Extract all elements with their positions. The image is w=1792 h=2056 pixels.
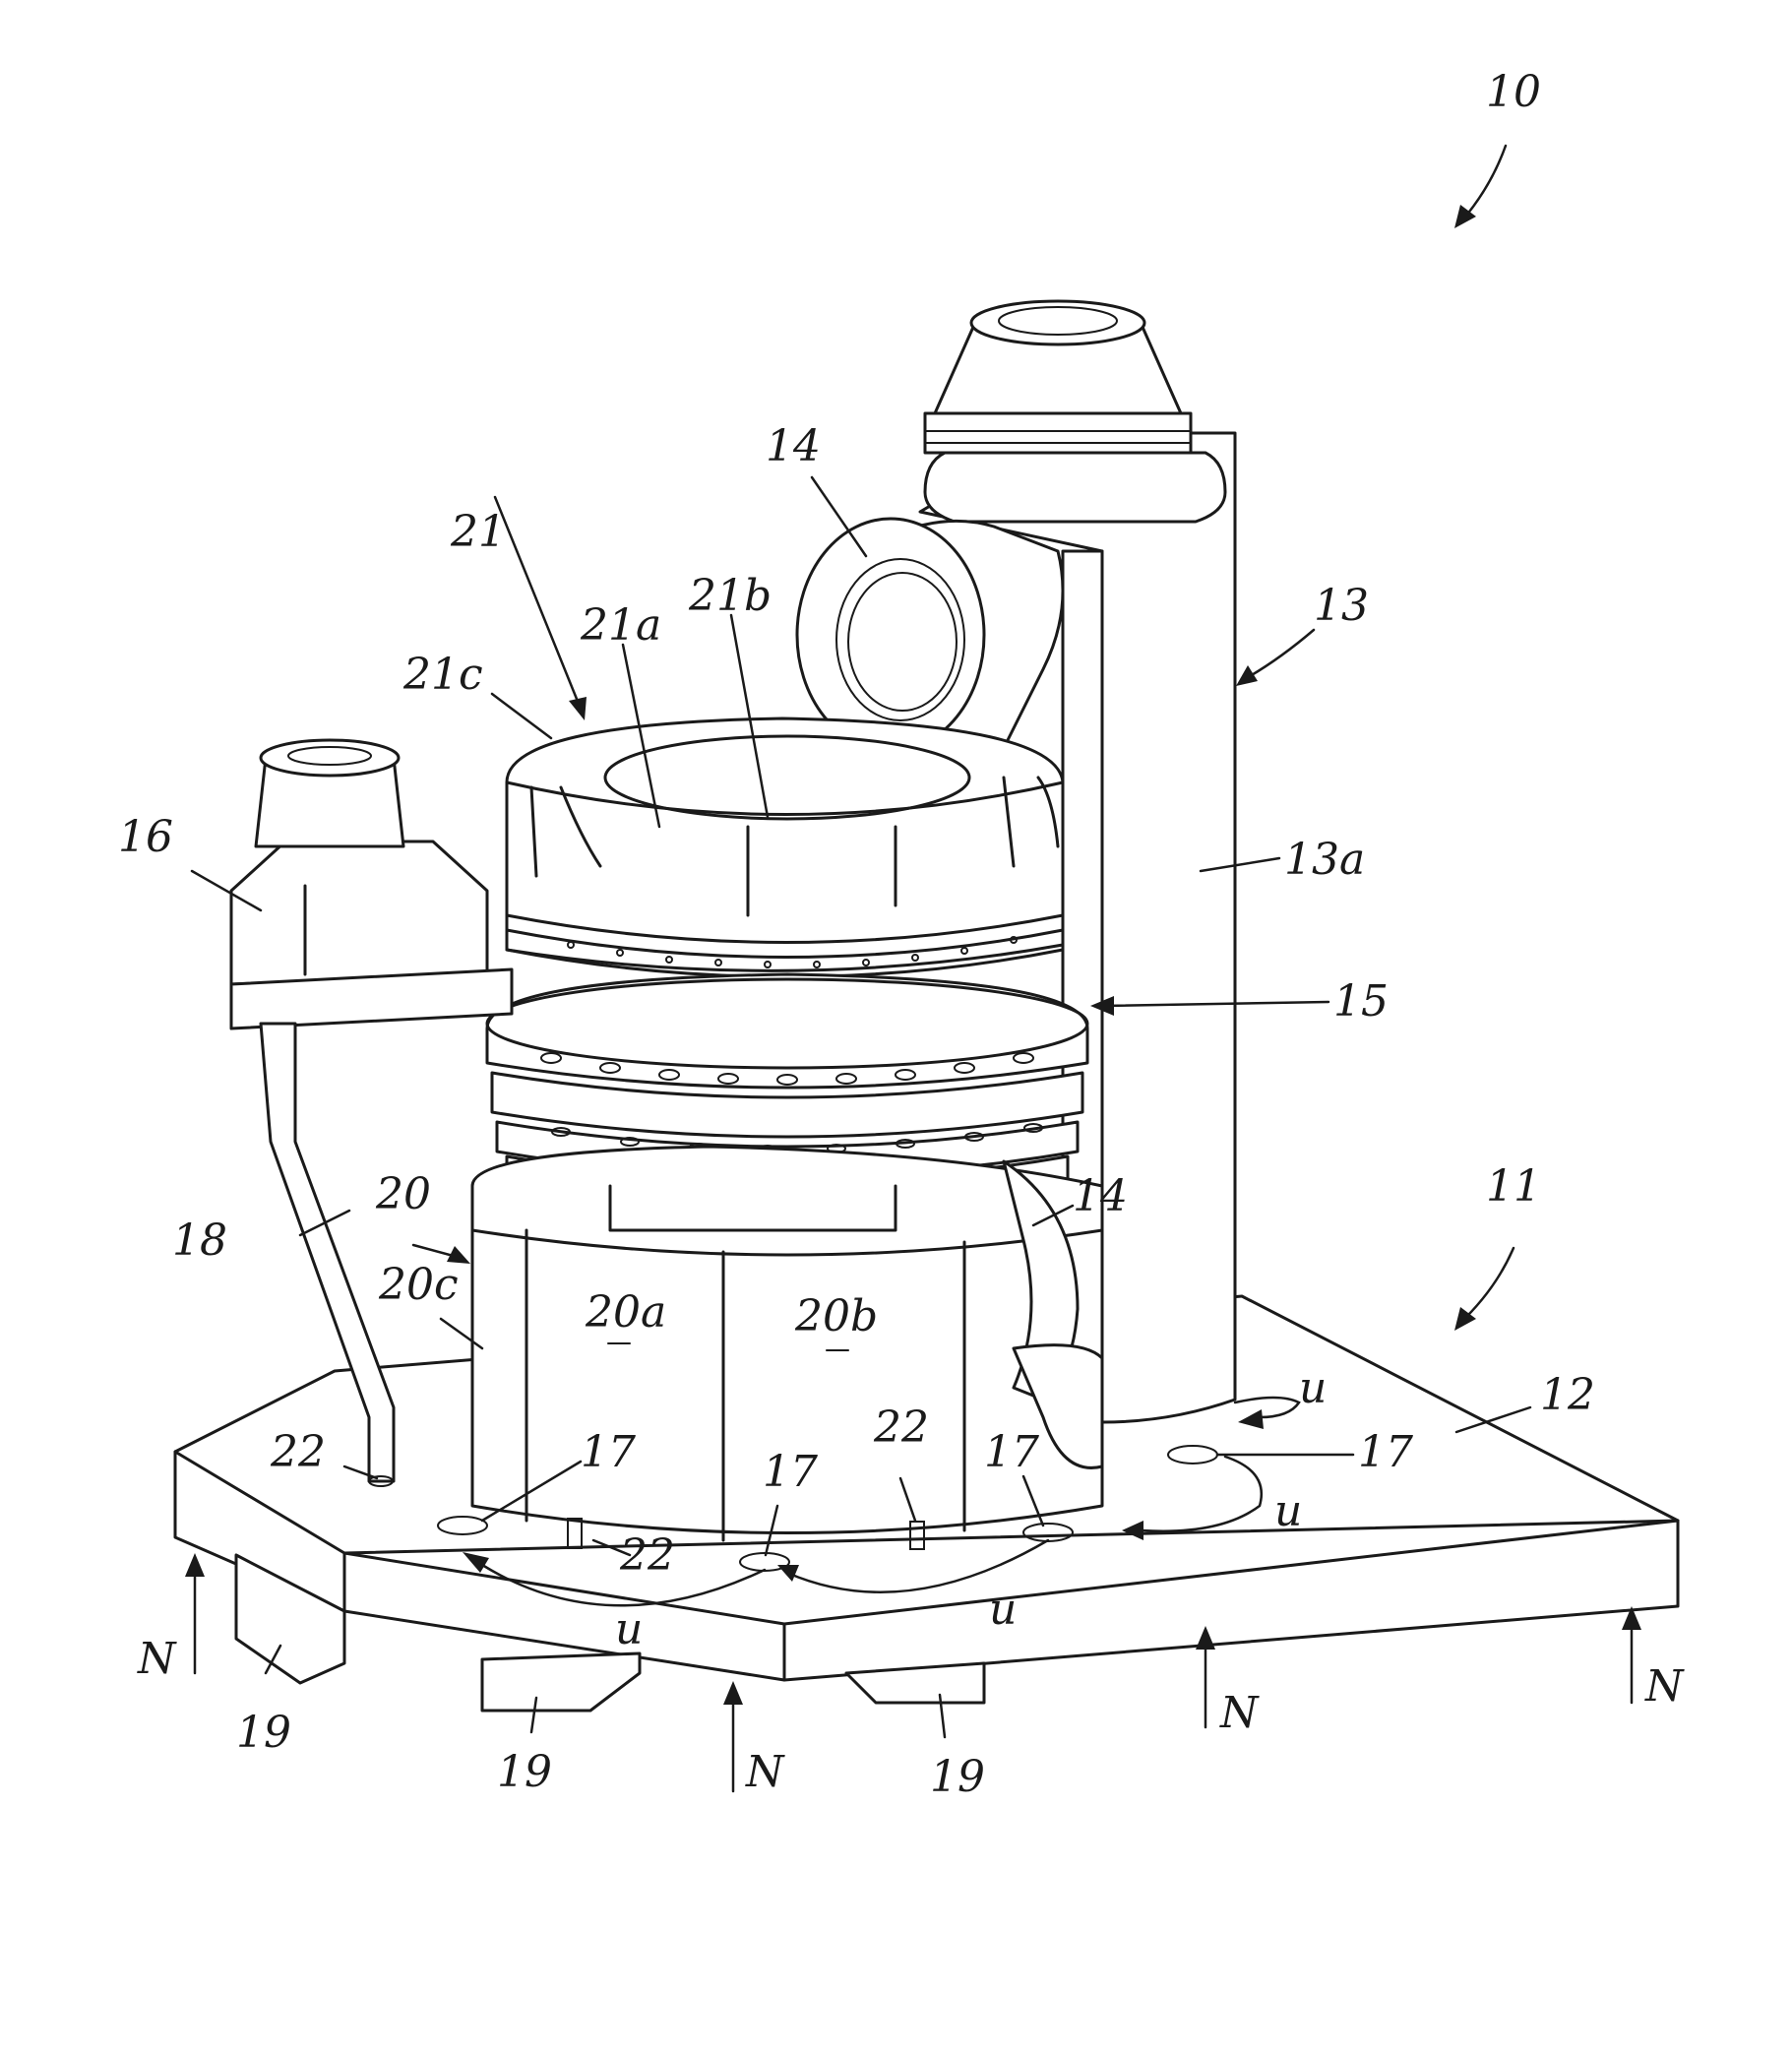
label-20: 20: [375, 1169, 431, 1219]
label-17-c: 17: [984, 1427, 1039, 1477]
label-u-1: u: [615, 1604, 643, 1654]
label-u-2: u: [989, 1585, 1017, 1635]
label-15: 15: [1333, 976, 1389, 1027]
label-14-side: 14: [1073, 1171, 1128, 1221]
label-10: 10: [1486, 67, 1541, 117]
label-16: 16: [118, 812, 173, 862]
upper-head: [507, 718, 1063, 977]
label-20c: 20c: [378, 1260, 459, 1310]
label-17-d: 17: [1358, 1427, 1413, 1477]
label-21b: 21b: [688, 571, 772, 621]
label-21a: 21a: [580, 600, 661, 651]
label-22-a: 22: [270, 1427, 326, 1477]
label-21c: 21c: [402, 650, 483, 700]
label-n-3: N: [1219, 1688, 1260, 1738]
label-19-a: 19: [236, 1708, 291, 1758]
label-u-3: u: [1274, 1486, 1302, 1536]
label-20b: 20b: [794, 1291, 878, 1341]
label-18: 18: [172, 1215, 227, 1266]
label-n-1: N: [137, 1634, 177, 1684]
label-n-4: N: [1644, 1661, 1685, 1712]
label-21: 21: [450, 507, 506, 557]
label-17-b: 17: [763, 1447, 818, 1497]
label-11: 11: [1486, 1161, 1541, 1212]
label-14-top: 14: [766, 421, 821, 471]
label-19-b: 19: [497, 1747, 552, 1797]
label-19-c: 19: [930, 1752, 985, 1802]
label-13a: 13a: [1284, 835, 1365, 885]
label-n-2: N: [745, 1747, 785, 1797]
label-u-4: u: [1299, 1363, 1327, 1413]
label-22-b: 22: [619, 1530, 675, 1581]
label-17-a: 17: [581, 1427, 636, 1477]
label-22-c: 22: [873, 1402, 929, 1453]
label-20a: 20a: [585, 1287, 666, 1338]
label-13: 13: [1314, 581, 1369, 631]
label-12: 12: [1540, 1370, 1595, 1420]
